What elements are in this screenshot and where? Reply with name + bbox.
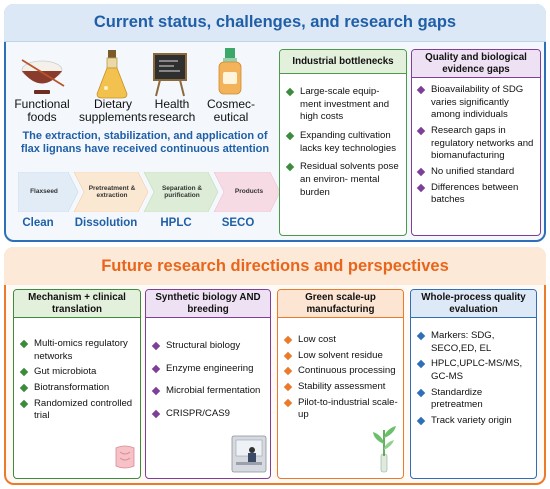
category-label-dietary-supplements: Dietary supplements — [78, 97, 148, 124]
oil-flask-icon — [96, 50, 128, 99]
list-item: Structural biology — [151, 340, 268, 353]
list-item: Track variety origin — [416, 415, 533, 428]
synthetic-biology-box: Synthetic biology AND breeding Structura… — [145, 289, 271, 479]
quality-evaluation-box: Whole-process quality evaluation Markers… — [410, 289, 537, 479]
mechanism-clinical-title: Mechanism + clinical translation — [14, 290, 140, 318]
list-item: Expanding cultivation lacks key technolo… — [285, 130, 400, 155]
quality-evaluation-list: Markers: SDG, SECO,ED, EL HPLC,UPLC-MS/M… — [416, 330, 533, 431]
synthetic-biology-title: Synthetic biology AND breeding — [146, 290, 270, 318]
synthetic-biology-list: Structural biology Enzyme engineering Mi… — [151, 340, 268, 424]
mechanism-clinical-box: Mechanism + clinical translation Multi-o… — [13, 289, 141, 479]
green-scale-up-title: Green scale-up manufacturing — [278, 290, 403, 318]
quality-gaps-box: Quality and biological evidence gaps Bio… — [411, 49, 541, 236]
list-item: Residual solvents pose an environ- menta… — [285, 161, 400, 199]
list-item: Randomized controlled trial — [19, 398, 136, 423]
attention-statement: The extraction, stabilization, and appli… — [20, 130, 270, 156]
step-label-dissolution: Dissolution — [74, 217, 138, 229]
list-item: Research gaps in regulatory networks and… — [416, 125, 537, 163]
list-item: Markers: SDG, SECO,ED, EL — [416, 330, 533, 355]
industrial-bottlenecks-box: Industrial bottlenecks Large-scale equip… — [279, 49, 407, 236]
future-directions-title: Future research directions and perspecti… — [4, 247, 546, 285]
blackboard-icon — [153, 53, 187, 97]
list-item: Differences between batches — [416, 182, 537, 207]
step-label-hplc: HPLC — [160, 217, 192, 229]
process-arrow-chain — [18, 172, 280, 212]
rice-bowl-icon — [21, 59, 65, 94]
list-item: Bioavailability of SDG varies significan… — [416, 84, 537, 122]
lab-equipment-icon — [231, 435, 267, 473]
process-step-products: Products — [234, 188, 264, 196]
step-label-clean: Clean — [22, 217, 54, 229]
process-step-separation: Separation & purification — [161, 184, 203, 199]
current-status-title: Current status, challenges, and research… — [4, 4, 546, 42]
list-item: Microbial fermentation — [151, 385, 268, 398]
list-item: CRISPR/CAS9 — [151, 408, 268, 421]
list-item: Enzyme engineering — [151, 363, 268, 376]
cosmetic-bottle-icon — [218, 48, 242, 95]
step-label-seco: SECO — [221, 217, 255, 229]
list-item: Gut microbiota — [19, 366, 136, 379]
list-item: No unified standard — [416, 166, 537, 179]
list-item: Large-scale equip- ment investment and h… — [285, 86, 400, 124]
list-item: Standardize pretreatmen — [416, 387, 533, 412]
green-scale-up-list: Low cost Low solvent residue Continuous … — [283, 334, 400, 425]
list-item: Stability assessment — [283, 381, 400, 394]
list-item: Low solvent residue — [283, 350, 400, 363]
quality-evaluation-title: Whole-process quality evaluation — [411, 290, 536, 318]
industrial-bottlenecks-list: Large-scale equip- ment investment and h… — [285, 86, 400, 202]
list-item: Biotransformation — [19, 382, 136, 395]
process-step-pretreatment: Pretreatment & extraction — [88, 184, 136, 199]
quality-gaps-list: Bioavailability of SDG varies significan… — [416, 84, 537, 210]
list-item: Low cost — [283, 334, 400, 347]
list-item: Multi-omics regulatory networks — [19, 338, 136, 363]
category-label-cosmeceutical: Cosmec- eutical — [206, 97, 255, 124]
quality-gaps-title: Quality and biological evidence gaps — [412, 50, 540, 78]
industrial-bottlenecks-title: Industrial bottlenecks — [280, 50, 406, 74]
plant-sprout-icon — [373, 426, 396, 473]
category-label-functional-foods: Functional foods — [14, 97, 70, 124]
list-item: Pilot-to-industrial scale-up — [283, 397, 400, 422]
process-step-flaxseed: Flaxseed — [30, 188, 58, 196]
green-scale-up-box: Green scale-up manufacturing Low cost Lo… — [277, 289, 404, 479]
list-item: HPLC,UPLC-MS/MS, GC-MS — [416, 358, 533, 383]
mechanism-clinical-list: Multi-omics regulatory networks Gut micr… — [19, 338, 136, 426]
category-label-health-research: Health research — [148, 97, 196, 124]
intestine-icon — [115, 445, 135, 469]
list-item: Continuous processing — [283, 365, 400, 378]
